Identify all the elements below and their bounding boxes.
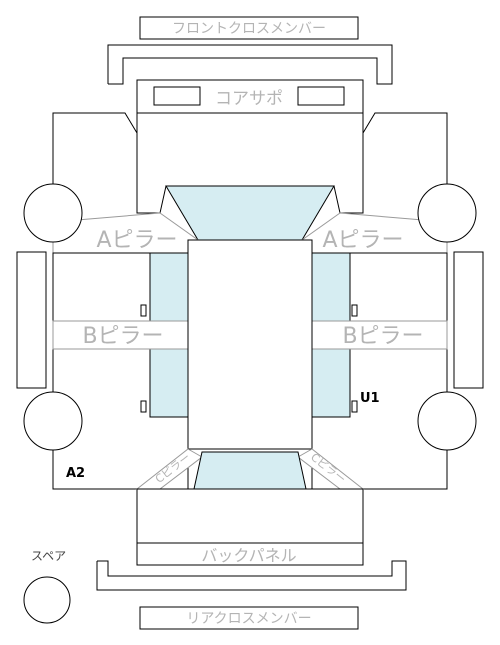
right-side-skirt[interactable]: [453, 251, 484, 389]
spare-label: スペア: [31, 549, 66, 563]
b-pillar-right[interactable]: [311, 320, 448, 350]
rear-right-door-handle: [351, 400, 358, 413]
spare-tire[interactable]: [23, 576, 71, 624]
rear-cross-member-label: リアクロスメンバー: [186, 611, 311, 627]
marker-a2: A2: [66, 466, 85, 481]
rear-left-door-handle: [140, 400, 147, 413]
rear-left-window[interactable]: [149, 348, 189, 418]
back-panel-label: バックパネル: [201, 546, 296, 565]
b-pillar-right-label: Bピラー: [342, 324, 423, 349]
b-pillar-left-label: Bピラー: [82, 324, 163, 349]
windshield-glass[interactable]: [165, 185, 335, 241]
front-right-window[interactable]: [311, 252, 351, 322]
trunk-lid[interactable]: [136, 488, 364, 544]
front-right-wheel[interactable]: [417, 183, 477, 243]
left-side-skirt[interactable]: [16, 251, 47, 389]
rear-cross-member-box[interactable]: [139, 606, 359, 630]
a-pillar-right-label: Aピラー: [322, 228, 403, 253]
back-panel[interactable]: [136, 542, 364, 566]
rear-cross-member-bracket[interactable]: [96, 560, 407, 591]
rear-right-wheel[interactable]: [417, 391, 477, 451]
rear-window-glass[interactable]: [193, 451, 307, 490]
front-cross-member-label: フロントクロスメンバー: [172, 21, 326, 37]
marker-u1: U1: [360, 391, 380, 406]
front-left-wheel[interactable]: [23, 183, 83, 243]
front-left-door-handle: [140, 304, 147, 317]
front-left-window[interactable]: [149, 252, 189, 322]
rear-left-wheel[interactable]: [23, 391, 83, 451]
core-support-right-slot: [297, 86, 345, 106]
rear-right-window[interactable]: [311, 348, 351, 418]
a-pillar-left-label: Aピラー: [96, 228, 177, 253]
core-support-left-slot: [153, 86, 201, 106]
front-cross-member-bracket[interactable]: [107, 44, 393, 85]
front-right-door-handle: [351, 304, 358, 317]
core-support-label: コアサポ: [215, 89, 283, 109]
roof-panel[interactable]: [187, 239, 313, 450]
front-cross-member-box[interactable]: [139, 16, 359, 40]
b-pillar-left[interactable]: [52, 320, 189, 350]
